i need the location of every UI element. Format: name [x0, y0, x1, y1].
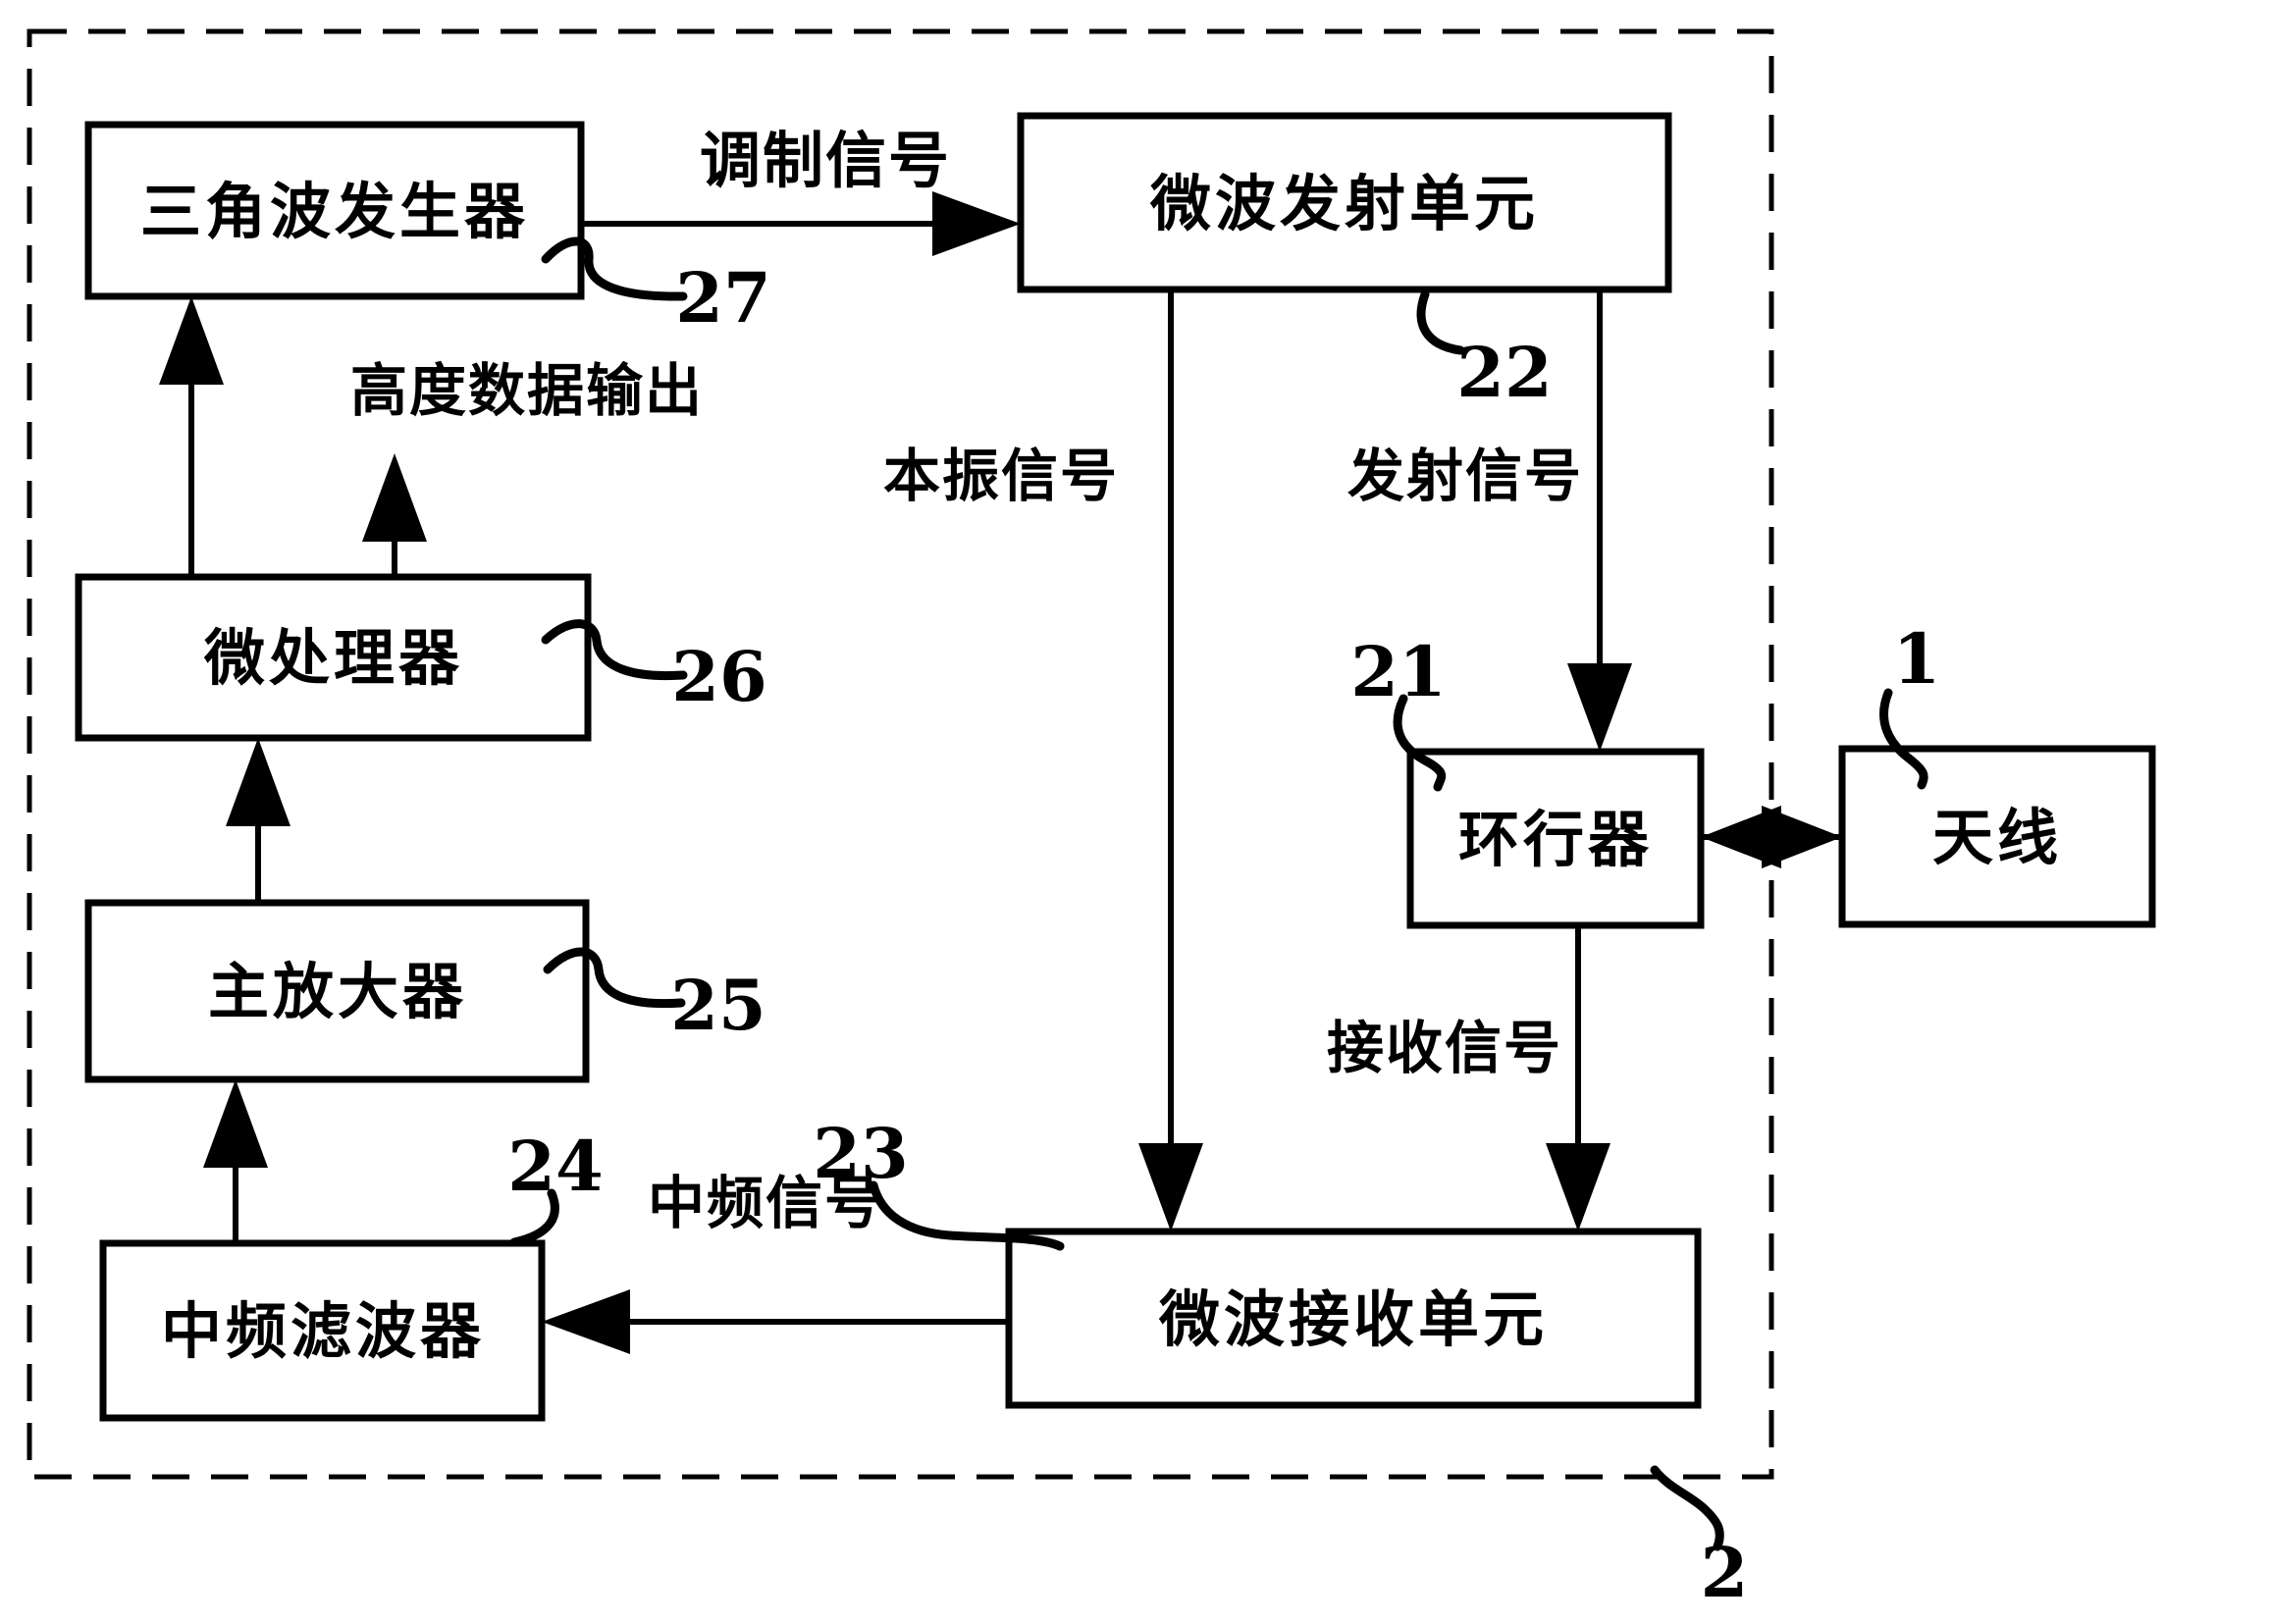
leader-27 [541, 236, 688, 301]
leader-25 [543, 947, 686, 1009]
block-microwave-receiver: 微波接收单元 [1005, 1228, 1702, 1409]
arrow-filter-to-amplifier [203, 1079, 268, 1243]
block-rect [99, 1239, 546, 1422]
arrowhead-right-icon [932, 191, 1021, 256]
block-rect [84, 121, 585, 300]
block-microprocessor: 微处理器 [75, 573, 592, 742]
block-rect [84, 899, 590, 1083]
block-label-microwave-transmitter: 微波发射单元 [1149, 171, 1539, 238]
block-rect [1406, 748, 1705, 929]
ref-1: 1 [1893, 618, 1941, 700]
label-altitude-data-output: 高度数据输出 [350, 359, 704, 423]
block-main-amplifier: 主放大器 [84, 899, 590, 1083]
arrowhead-up-icon [226, 738, 290, 826]
arrowhead-left-icon [1701, 806, 1781, 868]
ref-26: 26 [671, 636, 766, 717]
arrow-circulator-antenna-bidirectional [1701, 806, 1842, 868]
label-receive-signal: 接收信号 [1327, 1017, 1562, 1080]
ref-2: 2 [1701, 1532, 1749, 1613]
arrow-transmit-signal [1567, 289, 1632, 752]
block-circulator: 环行器 [1406, 748, 1705, 929]
arrow-amplifier-to-microprocessor [226, 738, 290, 903]
block-if-filter: 中频滤波器 [99, 1239, 546, 1422]
block-rect [75, 573, 592, 742]
block-rect [1005, 1228, 1702, 1409]
block-microwave-transmitter: 微波发射单元 [1017, 112, 1672, 293]
block-label-triangle-wave-generator: 三角波发生器 [140, 179, 529, 246]
label-transmit-signal: 发射信号 [1347, 445, 1583, 508]
arrowhead-up-icon [159, 296, 224, 385]
ref-27: 27 [675, 257, 770, 339]
arrowhead-up-icon [362, 453, 427, 542]
arrow-if-signal [542, 1289, 1009, 1354]
label-local-oscillator-signal: 本振信号 [883, 445, 1119, 508]
block-rect [1838, 745, 2156, 928]
leader-26 [541, 619, 688, 681]
arrowhead-down-icon [1138, 1143, 1203, 1231]
block-label-antenna: 天线 [1932, 805, 2062, 872]
arrow-modulation-signal [581, 191, 1021, 256]
arrow-receive-signal [1546, 925, 1610, 1231]
block-rect [1017, 112, 1672, 293]
arrow-altitude-data-output [362, 453, 427, 577]
block-label-if-filter: 中频滤波器 [161, 1298, 485, 1366]
block-label-microprocessor: 微处理器 [203, 625, 463, 693]
arrow-local-oscillator-signal [1138, 289, 1203, 1231]
leader-21 [1393, 694, 1447, 792]
leader-2 [1650, 1465, 1724, 1551]
arrowhead-down-icon [1546, 1143, 1610, 1231]
block-label-microwave-receiver: 微波接收单元 [1158, 1286, 1548, 1354]
leader-22 [1416, 289, 1465, 355]
leader-23 [869, 1180, 1065, 1251]
arrowhead-up-icon [203, 1079, 268, 1168]
ref-25: 25 [670, 965, 765, 1046]
block-antenna: 天线 [1838, 745, 2156, 928]
ref-22: 22 [1456, 332, 1552, 413]
arrowhead-right-icon [1762, 806, 1842, 868]
ref-21: 21 [1350, 631, 1446, 712]
label-if-signal: 中频信号 [648, 1172, 883, 1235]
ref-23: 23 [813, 1113, 908, 1194]
label-modulation-signal: 调制信号 [700, 128, 951, 195]
block-label-main-amplifier: 主放大器 [208, 959, 467, 1026]
leader-24 [509, 1188, 559, 1247]
arrowhead-left-icon [542, 1289, 630, 1354]
block-label-circulator: 环行器 [1458, 807, 1653, 874]
arrow-microprocessor-to-generator [159, 296, 224, 577]
block-triangle-wave-generator: 三角波发生器 [84, 121, 585, 300]
ref-24: 24 [507, 1126, 603, 1207]
leader-1 [1879, 688, 1928, 790]
arrowhead-down-icon [1567, 663, 1632, 752]
